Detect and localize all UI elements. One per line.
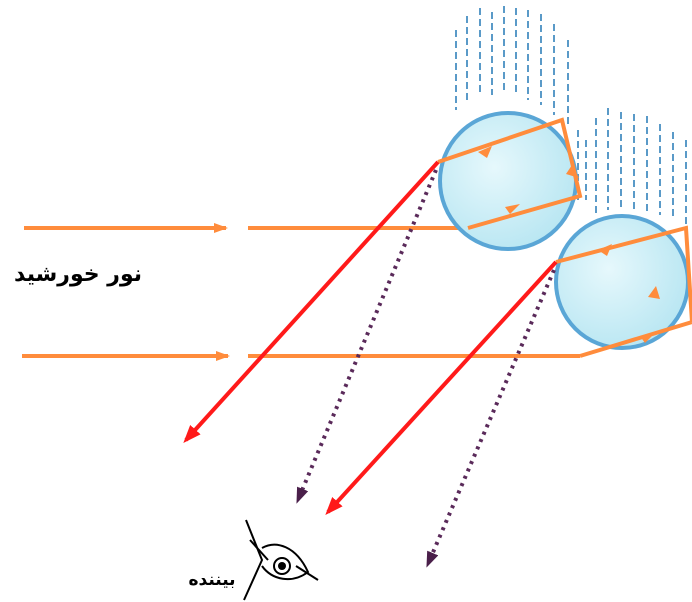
raindrop-2-internal-path [555, 225, 692, 358]
raindrop-2 [554, 214, 692, 358]
violet-ray-2 [426, 269, 556, 568]
eye-icon [243, 519, 319, 601]
rain-streaks-top [455, 6, 587, 200]
raindrop-1 [437, 111, 583, 251]
red-rays [183, 160, 558, 515]
red-ray-1 [183, 160, 440, 443]
violet-rays [296, 169, 556, 568]
sunlight-label: نور خورشید [13, 262, 142, 287]
red-ray-2 [325, 260, 558, 515]
violet-ray-1 [296, 169, 438, 504]
sunlight-rays [22, 223, 580, 361]
viewer-label: بیننده [188, 570, 236, 590]
raindrop-1-internal-path [437, 117, 583, 230]
rain-streaks-bottom [595, 108, 687, 225]
